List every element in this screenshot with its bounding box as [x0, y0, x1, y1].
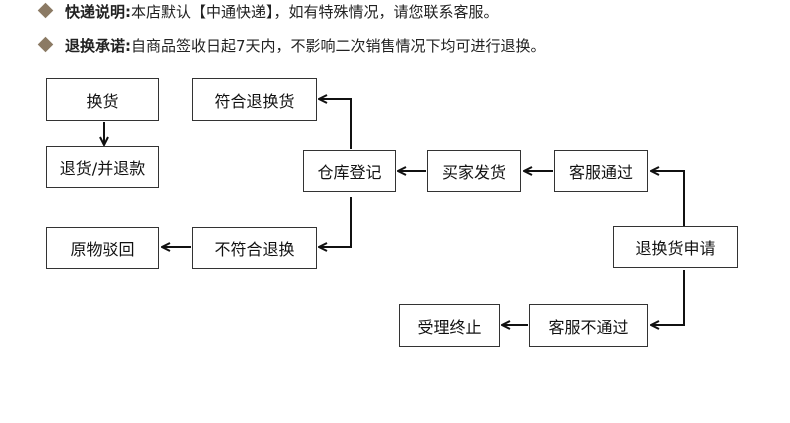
box-end: 受理终止: [399, 304, 500, 347]
notice-text: 本店默认【中通快递】，如有特殊情况，请您联系客服。: [131, 3, 499, 21]
arrow-apply-to-reject: [651, 270, 685, 325]
shipping-notice: 快递说明:本店默认【中通快递】，如有特殊情况，请您联系客服。: [37, 2, 499, 22]
box-eligible: 符合退换货: [192, 78, 317, 121]
return-policy-notice: 退换承诺:自商品签收日起7天内，不影响二次销售情况下均可进行退换。: [37, 36, 546, 56]
arrow-warehouse-to-not-eligible: [319, 197, 352, 247]
notice-text: 自商品签收日起7天内，不影响二次销售情况下均可进行退换。: [131, 37, 546, 55]
notice-label: 快递说明:: [65, 3, 131, 21]
notice-label: 退换承诺:: [65, 37, 131, 55]
box-cs-reject: 客服不通过: [529, 304, 648, 347]
box-cs-approve: 客服通过: [554, 150, 648, 192]
arrow-apply-to-approve: [651, 171, 685, 226]
box-not-eligible: 不符合退换: [192, 227, 317, 269]
box-refund-return: 退货/并退款: [46, 146, 159, 188]
arrow-warehouse-to-eligible: [319, 99, 352, 149]
box-reject-return: 原物驳回: [46, 227, 159, 269]
box-warehouse: 仓库登记: [303, 150, 396, 192]
box-apply: 退换货申请: [613, 226, 738, 268]
box-exchange: 换货: [46, 78, 159, 121]
box-buyer-ships: 买家发货: [427, 150, 521, 192]
